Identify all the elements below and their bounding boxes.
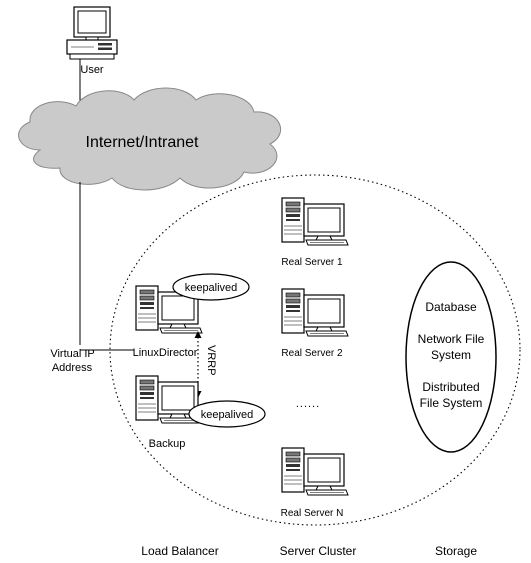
real-server-2-icon xyxy=(281,288,349,337)
virtual-ip-label: Virtual IP Address xyxy=(50,348,97,374)
network-label: Internet/Intranet xyxy=(86,134,200,151)
keepalived-bottom-label: keepalived xyxy=(201,409,254,421)
vrrp-label: VRRP xyxy=(205,345,217,376)
keepalived-top-bubble xyxy=(172,273,250,301)
storage-database-label: Database xyxy=(425,300,477,314)
footer-load-balancer: Load Balancer xyxy=(141,544,218,558)
footer-server-cluster: Server Cluster xyxy=(280,544,357,558)
real-server-2-label: Real Server 2 xyxy=(281,348,343,359)
cluster-boundary xyxy=(109,174,521,526)
user-computer-icon xyxy=(66,6,118,60)
footer-storage: Storage xyxy=(435,544,477,558)
user-label: User xyxy=(80,64,104,76)
storage-nfs-label-2: System xyxy=(431,348,471,362)
storage-dfs-label-2: File System xyxy=(420,396,483,410)
real-server-n-label: Real Server N xyxy=(281,508,344,519)
keepalived-top-label: keepalived xyxy=(185,282,238,294)
vrrp-arrow-up-icon xyxy=(194,331,202,338)
storage-dfs-label-1: Distributed xyxy=(422,380,479,394)
real-server-1-icon xyxy=(281,197,349,246)
real-server-n-icon xyxy=(281,447,349,496)
more-servers-ellipsis: ...... xyxy=(296,398,320,410)
real-server-1-label: Real Server 1 xyxy=(281,257,343,268)
internet-cloud xyxy=(18,87,282,191)
storage-ellipse xyxy=(405,261,497,453)
director-label: LinuxDirector xyxy=(133,347,198,359)
storage-nfs-label-1: Network File xyxy=(418,332,485,346)
keepalived-bottom-bubble xyxy=(188,400,266,428)
backup-label: Backup xyxy=(149,438,186,450)
